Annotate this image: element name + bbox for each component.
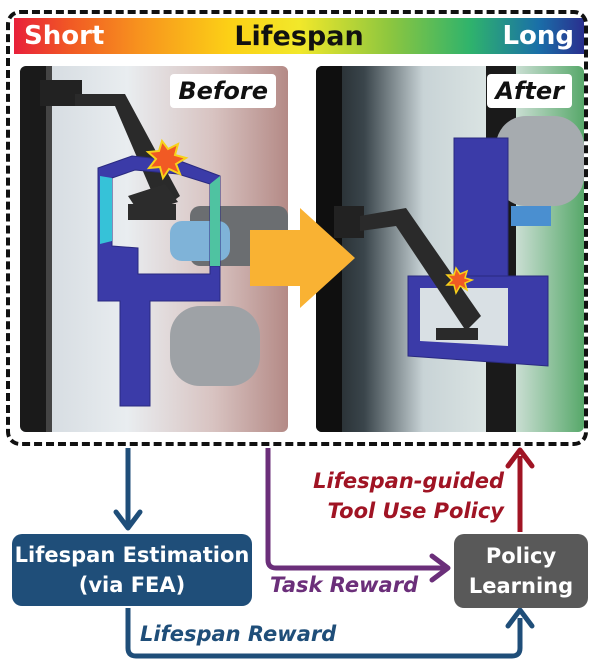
before-tag: Before — [170, 74, 276, 108]
estimation-line1: Lifespan Estimation — [14, 543, 250, 567]
to-estimation-arrow — [113, 448, 143, 531]
guided-policy-arrow — [505, 447, 535, 532]
guided-line2: Tool Use Policy — [327, 499, 504, 523]
lifespan-gradient-bar: Short Lifespan Long — [14, 18, 584, 54]
comparison-frame — [6, 10, 588, 446]
policy-line1: Policy — [485, 544, 557, 568]
lifespan-reward-arrow — [125, 607, 535, 659]
long-label: Long — [502, 21, 574, 51]
lifespan-estimation-box: Lifespan Estimation (via FEA) — [12, 534, 252, 606]
before-scene-illustration — [20, 66, 288, 432]
estimation-line2: (via FEA) — [78, 573, 186, 597]
task-reward-arrow — [265, 448, 451, 583]
lifespan-reward-label: Lifespan Reward — [140, 622, 337, 646]
lifespan-title: Lifespan — [234, 20, 364, 52]
short-label: Short — [24, 21, 105, 51]
guided-policy-label: Lifespan-guided Tool Use Policy — [313, 466, 504, 526]
before-photo: Before — [20, 66, 288, 432]
after-tag: After — [487, 74, 572, 108]
policy-learning-box: Policy Learning — [454, 534, 588, 608]
transition-arrow — [250, 208, 355, 308]
policy-line2: Learning — [468, 574, 574, 598]
task-reward-label: Task Reward — [270, 573, 419, 597]
guided-line1: Lifespan-guided — [313, 469, 504, 493]
